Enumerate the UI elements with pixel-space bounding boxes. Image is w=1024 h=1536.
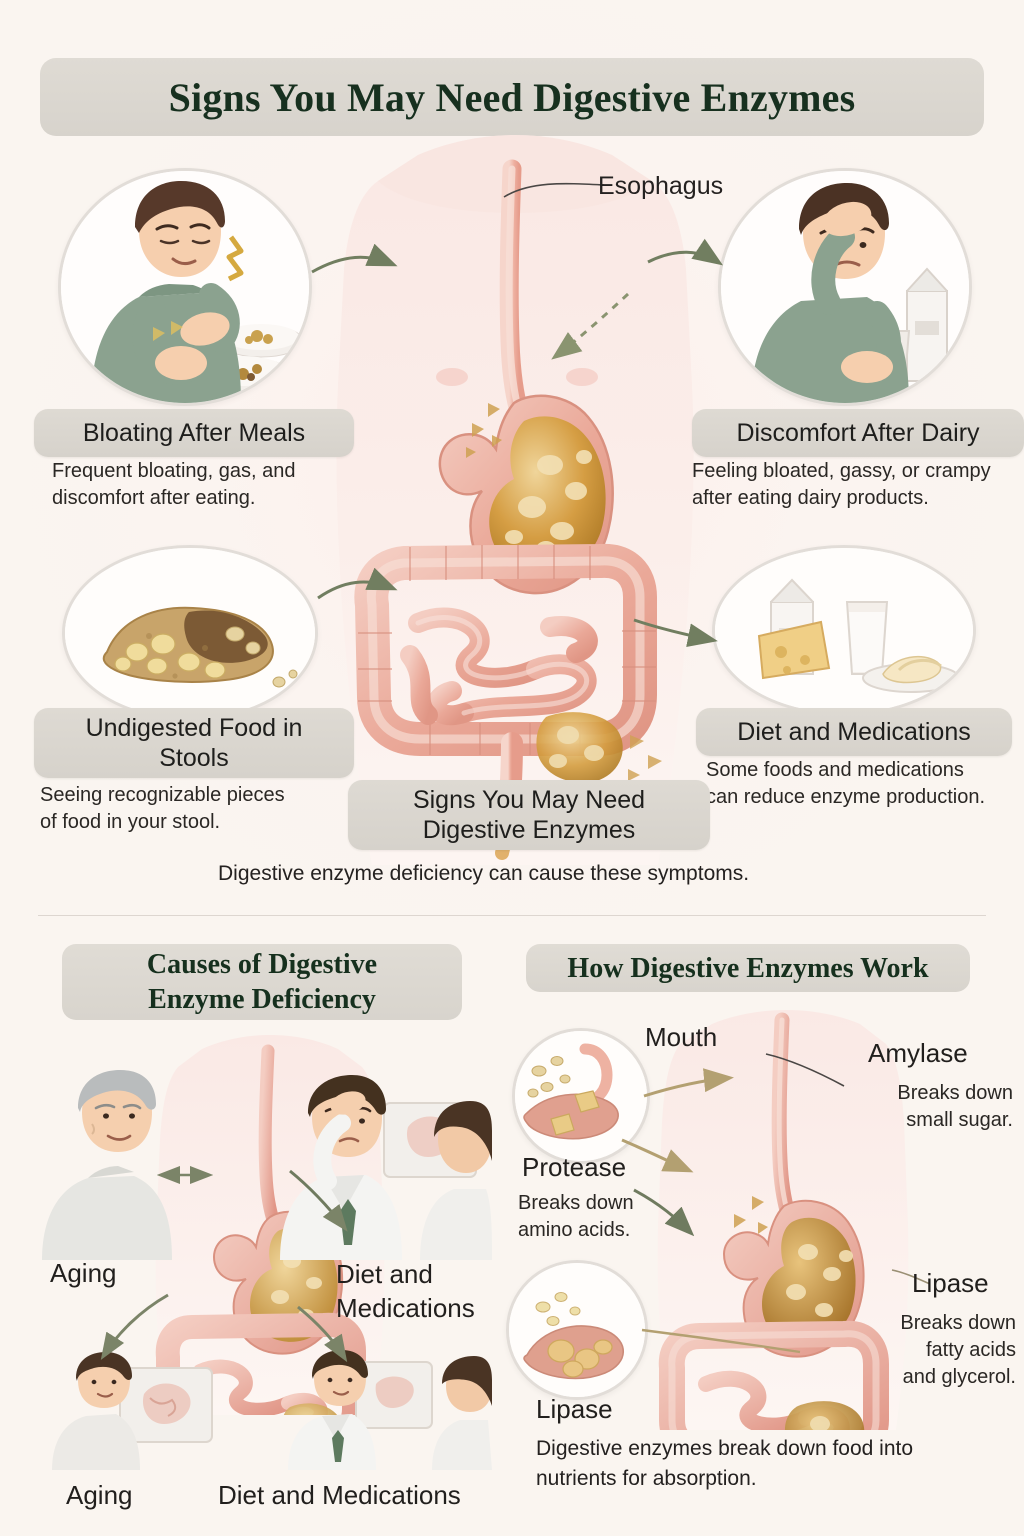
- bottom-left-heading-line2: Enzyme Deficiency: [148, 984, 376, 1015]
- card-label-undigested-line2: Stools: [159, 744, 229, 772]
- card-label-undigested: Undigested Food in Stools: [34, 708, 354, 778]
- illustration-protease: [512, 1028, 650, 1164]
- label-diet-bottom: Diet and Medications: [218, 1480, 461, 1510]
- illustration-dairy-discomfort: [718, 168, 972, 406]
- center-caption-line2: Digestive Enzymes: [422, 816, 636, 844]
- card-description-diet-line1: Some foods and medications: [706, 759, 964, 781]
- enzyme-description-amylase-line2: small sugar.: [906, 1109, 1013, 1131]
- enzyme-description-protease-line2: amino acids.: [518, 1219, 631, 1241]
- card-description-diet-line2: can reduce enzyme production.: [706, 786, 986, 808]
- card-description-bloating-line2: discomfort after eating.: [52, 487, 256, 509]
- center-caption-line1: Signs You May Need: [412, 785, 646, 814]
- card-description-bloating-line1: Frequent bloating, gas, and: [52, 460, 296, 482]
- card-description-undigested: Seeing recognizable pieces of food in yo…: [40, 782, 340, 836]
- enzyme-description-lipase: Breaks down fatty acids and glycerol.: [856, 1310, 1016, 1391]
- card-description-dairy-line1: Feeling bloated, gassy, or crampy: [692, 460, 991, 482]
- illustration-diet-medications: [712, 545, 976, 716]
- enzyme-label-lipase: Lipase: [912, 1268, 989, 1298]
- card-label-bloating: Bloating After Meals: [34, 409, 354, 457]
- bottom-left-elderly-man: [42, 1070, 172, 1260]
- enzyme-description-lipase-line3: and glycerol.: [902, 1366, 1016, 1388]
- bottom-left-doctor-patient: [280, 1075, 492, 1260]
- mouth-label: Mouth: [645, 1022, 718, 1052]
- bottom-right-footer-text: Digestive enzymes break down food into n…: [536, 1434, 986, 1495]
- page-title: Signs You May Need Digestive Enzymes: [168, 74, 856, 120]
- illustration-lipase: [506, 1260, 648, 1400]
- esophagus-callout-line: [503, 182, 605, 198]
- card-description-undigested-line1: Seeing recognizable pieces: [40, 784, 285, 806]
- card-label-diet: Diet and Medications: [696, 708, 1012, 756]
- top-section-footnote: Digestive enzyme deficiency can cause th…: [218, 862, 750, 885]
- central-digestive-anatomy: [336, 135, 694, 865]
- label-aging-bottom: Aging: [66, 1480, 133, 1510]
- card-description-undigested-line2: of food in your stool.: [40, 811, 221, 833]
- enzyme-description-amylase: Breaks down small sugar.: [868, 1080, 1013, 1134]
- enzyme-description-lipase-line1: Breaks down: [900, 1312, 1016, 1334]
- enzyme-description-protease-line1: Breaks down: [518, 1192, 634, 1214]
- label-diet-top-line2: Medications: [336, 1292, 475, 1323]
- bottom-right-footer-line2: nutrients for absorption.: [536, 1467, 757, 1491]
- illustration-bloating: [58, 168, 312, 406]
- enzyme-description-amylase-line1: Breaks down: [897, 1082, 1013, 1104]
- enzyme-label-protease: Protease: [522, 1152, 627, 1182]
- label-diet-top: Diet and Medications: [336, 1258, 475, 1326]
- card-label-dairy: Discomfort After Dairy: [692, 409, 1024, 457]
- label-diet-top-line1: Diet and: [336, 1259, 433, 1289]
- bottom-right-heading: How Digestive Enzymes Work: [526, 944, 970, 992]
- bottom-left-heading: Causes of Digestive Enzyme Deficiency: [62, 944, 462, 1020]
- center-caption: Signs You May Need Digestive Enzymes: [348, 780, 710, 850]
- bottom-right-footer-label: Lipase: [536, 1394, 613, 1424]
- bottom-left-heading-line1: Causes of Digestive: [146, 949, 378, 980]
- card-description-dairy-line2: after eating dairy products.: [692, 487, 929, 509]
- bottom-left-diet-thumbnail: [288, 1350, 492, 1470]
- enzyme-label-amylase: Amylase: [868, 1038, 968, 1068]
- illustration-undigested-food: [62, 545, 318, 721]
- section-divider: [38, 915, 986, 916]
- page-title-bar: Signs You May Need Digestive Enzymes: [40, 58, 984, 136]
- esophagus-label: Esophagus: [598, 172, 724, 200]
- enzyme-description-lipase-line2: fatty acids: [925, 1339, 1016, 1361]
- bottom-right-digestive-anatomy: [657, 1010, 909, 1430]
- card-description-bloating: Frequent bloating, gas, and discomfort a…: [52, 458, 352, 512]
- card-description-dairy: Feeling bloated, gassy, or crampy after …: [692, 458, 1012, 512]
- bottom-right-footer-line1: Digestive enzymes break down food into: [536, 1437, 914, 1460]
- enzyme-description-protease: Breaks down amino acids.: [518, 1190, 678, 1244]
- label-aging-top: Aging: [50, 1258, 117, 1288]
- card-label-undigested-line1: Undigested Food in: [85, 713, 303, 742]
- card-description-diet: Some foods and medications can reduce en…: [706, 757, 1006, 811]
- bottom-left-aging-thumbnail: [52, 1352, 213, 1470]
